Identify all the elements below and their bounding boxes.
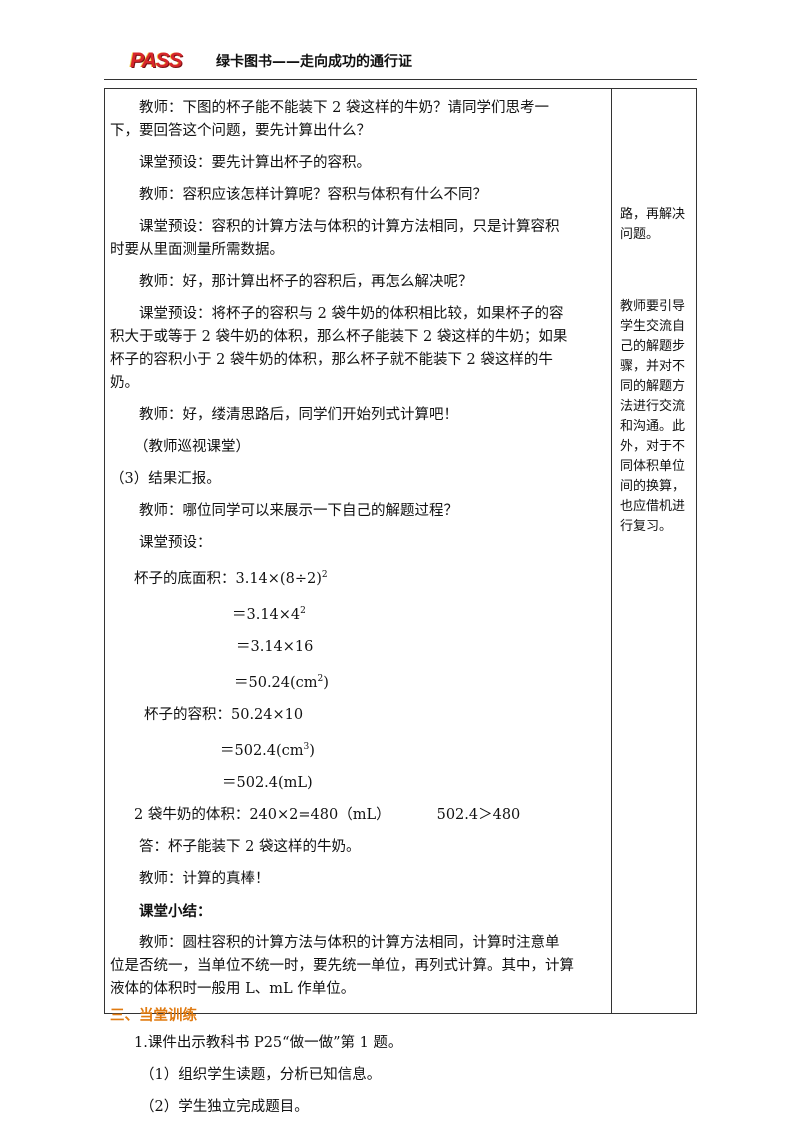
calc-line: 杯子的底面积：3.14×(8÷2)2 (134, 570, 328, 587)
paragraph: 教师：好，缕清思路后，同学们开始列式计算吧！ (139, 407, 458, 423)
calc-line: ＝3.14×16 (236, 639, 314, 655)
paragraph: （1）组织学生读题，分析已知信息。 (140, 1067, 382, 1083)
summary-heading: 课堂小结： (139, 903, 212, 920)
paragraph-cont: 液体的体积时一般用 L、mL 作单位。 (110, 981, 356, 997)
paragraph: 课堂预设：将杯子的容积与 2 袋牛奶的体积相比较，如果杯子的容 (139, 306, 564, 322)
calc-line: 杯子的容积：50.24×10 (144, 707, 304, 723)
calc-line: ＝50.24(cm2) (234, 674, 329, 691)
paragraph-cont: 位是否统一，当单位不统一时，要先统一单位，再列式计算。其中，计算 (110, 958, 574, 974)
brand-slogan: 绿卡图书——走向成功的通行证 (216, 54, 412, 70)
section-heading: 三、当堂训练 (110, 1008, 197, 1024)
calc-line: ＝502.4(mL) (222, 775, 313, 791)
paragraph: 教师：圆柱容积的计算方法与体积的计算方法相同，计算时注意单 (139, 935, 560, 951)
page-header: PASS 绿卡图书——走向成功的通行证 (130, 48, 412, 74)
paragraph: （教师巡视课堂） (134, 439, 250, 455)
calc-line: 2 袋牛奶的体积：240×2=480（mL）502.4＞480 (134, 807, 521, 823)
paragraph: 课堂预设：要先计算出杯子的容积。 (139, 155, 371, 171)
side-note: 教师要引导学生交流自己的解题步骤，并对不同的解题方法进行交流和沟通。此外，对于不… (620, 299, 686, 534)
lesson-content: 教师：下图的杯子能不能装下 2 袋这样的牛奶？请同学们思考一 下，要回答这个问题… (110, 97, 605, 1128)
paragraph-cont: 下，要回答这个问题，要先计算出什么？ (110, 123, 371, 139)
paragraph-cont: 奶。 (110, 375, 139, 391)
paragraph: 教师：好，那计算出杯子的容积后，再怎么解决呢？ (139, 274, 473, 290)
paragraph: 教师：计算的真棒！ (139, 871, 270, 887)
paragraph: 教师：哪位同学可以来展示一下自己的解题过程？ (139, 503, 458, 519)
column-divider (611, 88, 612, 1014)
pass-logo: PASS (130, 49, 183, 72)
paragraph-cont: 积大于或等于 2 袋牛奶的体积，那么杯子能装下 2 袋这样的牛奶；如果 (110, 329, 568, 345)
side-note: 路，再解决问题。 (620, 207, 686, 242)
header-rule (104, 79, 697, 80)
paragraph: 1.课件出示教科书 P25“做一做”第 1 题。 (134, 1035, 403, 1051)
paragraph: （3）结果汇报。 (110, 471, 221, 487)
paragraph: 答：杯子能装下 2 袋这样的牛奶。 (139, 839, 361, 855)
paragraph-cont: 时要从里面测量所需数据。 (110, 242, 284, 258)
paragraph: 教师：下图的杯子能不能装下 2 袋这样的牛奶？请同学们思考一 (139, 100, 549, 116)
paragraph: （2）学生独立完成题目。 (140, 1099, 309, 1115)
paragraph-cont: 杯子的容积小于 2 袋牛奶的体积，那么杯子就不能装下 2 袋这样的牛 (110, 352, 553, 368)
lesson-table (104, 88, 697, 1014)
calc-line: ＝3.14×42 (232, 606, 306, 623)
paragraph: 教师：容积应该怎样计算呢？容积与体积有什么不同？ (139, 187, 487, 203)
paragraph: 课堂预设： (139, 535, 212, 551)
calc-line: ＝502.4(cm3) (220, 742, 315, 759)
paragraph: 课堂预设：容积的计算方法与体积的计算方法相同，只是计算容积 (139, 219, 560, 235)
